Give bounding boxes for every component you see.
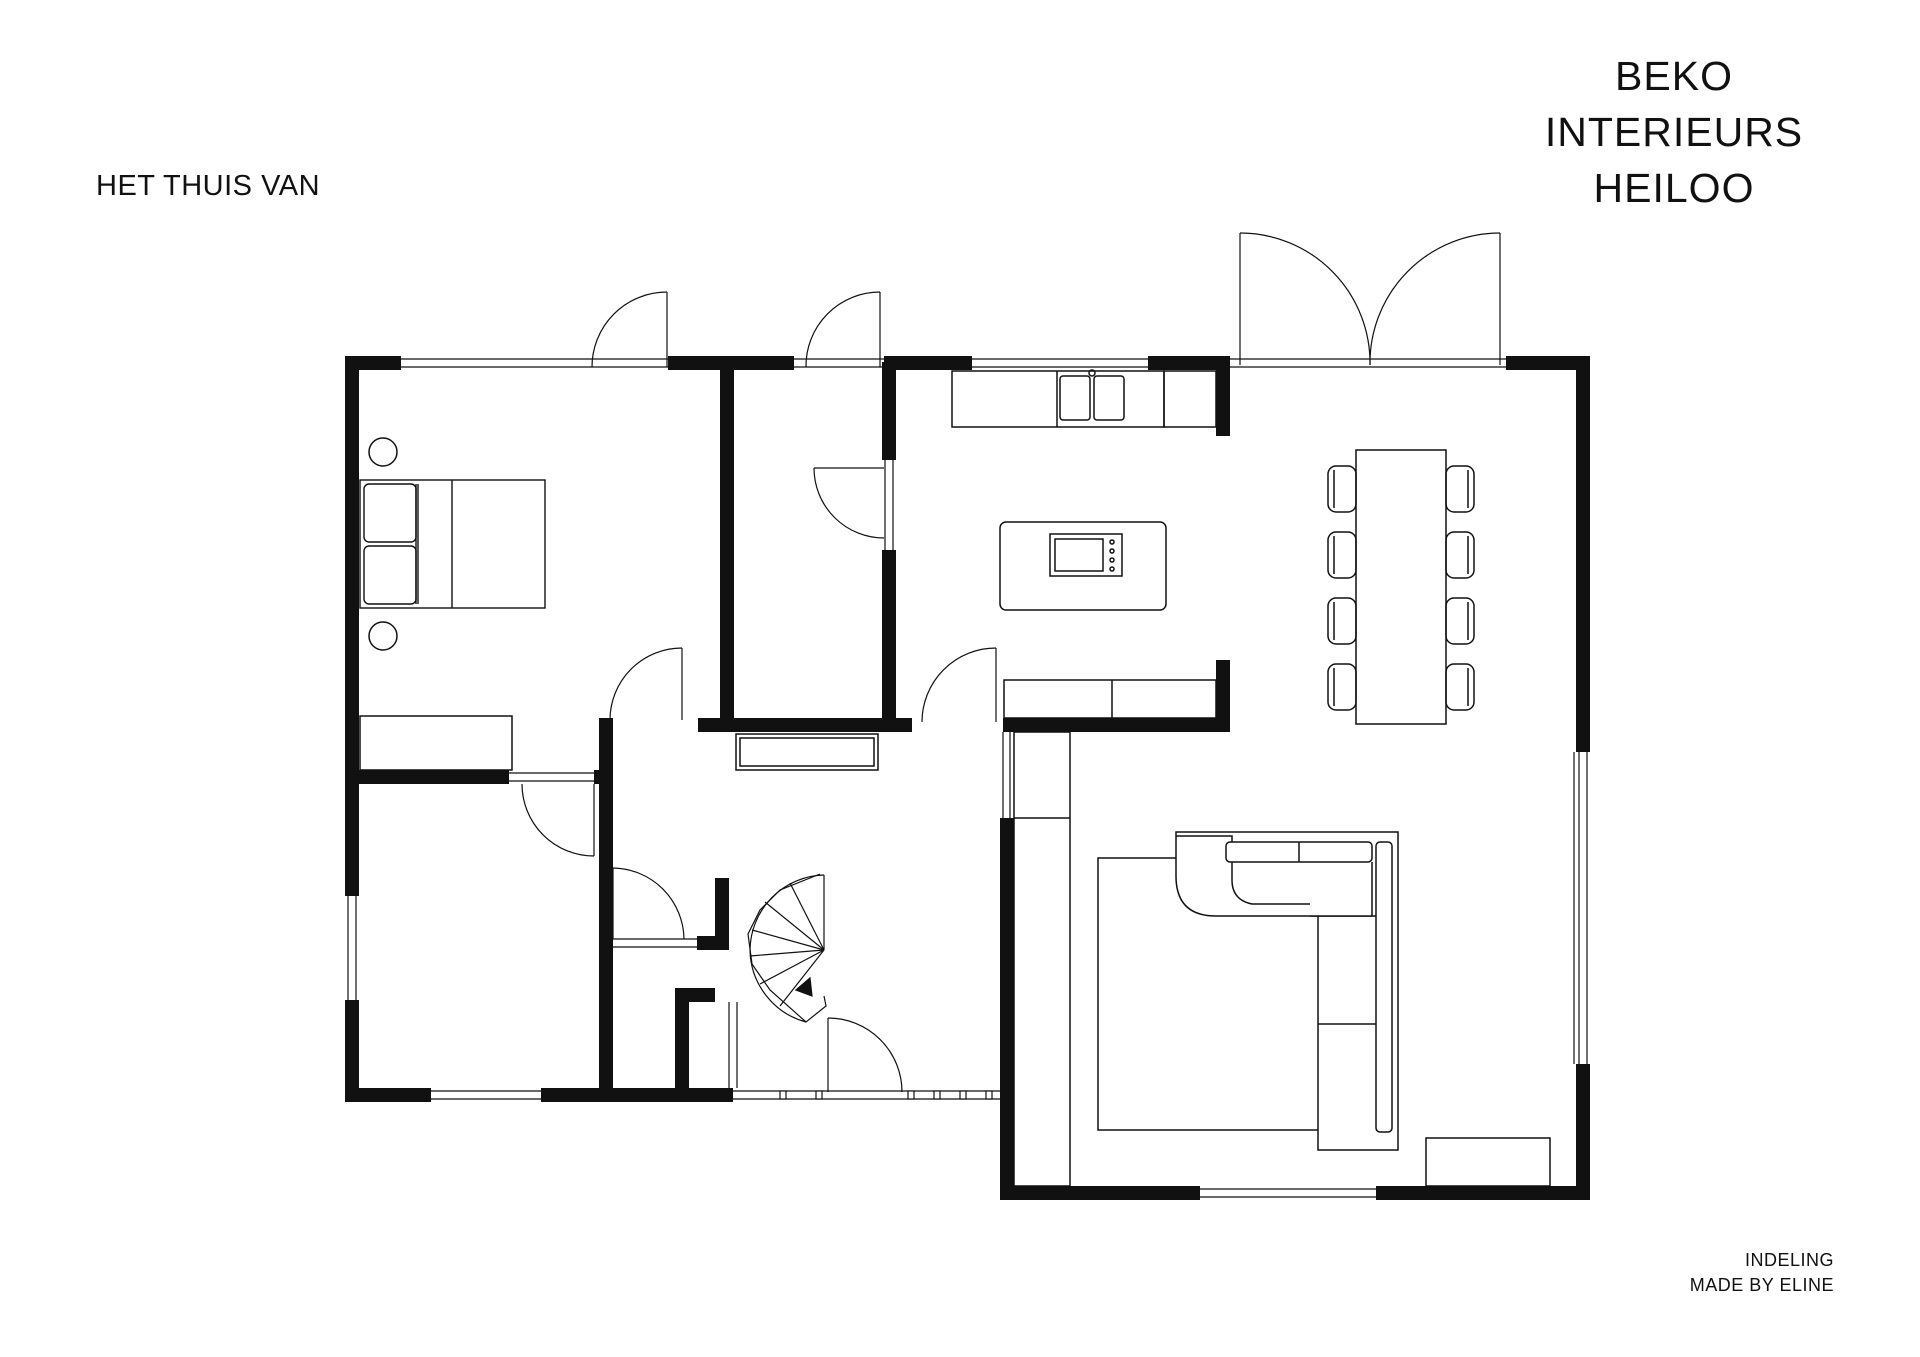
chair-icon — [1445, 465, 1475, 513]
wardrobe-icon — [359, 715, 513, 771]
chair-icon — [1445, 597, 1475, 645]
brand-line-1: BEKO — [1615, 53, 1733, 99]
tall-cabinet-icon — [1013, 731, 1071, 1187]
tv-cabinet-icon — [1425, 1137, 1551, 1187]
chair-icon — [1445, 663, 1475, 711]
chair-icon — [1327, 531, 1357, 579]
dining-table-icon — [1355, 449, 1447, 725]
cooktop-icon — [1049, 533, 1123, 577]
footer-line-1: INDELING — [1744, 1250, 1834, 1270]
chair-icon — [1445, 531, 1475, 579]
kitchen-counter-icon — [951, 370, 1217, 428]
sideboard-icon — [1003, 679, 1217, 719]
page-title: HET THUIS VAN — [96, 170, 321, 202]
sink-icon — [1059, 369, 1125, 421]
kitchen-island-icon — [999, 521, 1167, 611]
bed-icon — [359, 479, 546, 609]
hall-cabinet-icon — [735, 733, 879, 771]
brand-logo: BEKO INTERIEURS HEILOO — [1514, 48, 1834, 216]
hall-cabinet-inner — [739, 737, 875, 767]
spiral-staircase-icon — [747, 873, 827, 1023]
brand-line-3: HEILOO — [1593, 165, 1755, 211]
walls — [345, 356, 1590, 1200]
doors — [521, 232, 1501, 1093]
footer-credits: INDELING MADE BY ELINE — [1690, 1248, 1834, 1298]
windows — [347, 358, 1588, 1198]
footer-line-2: MADE BY ELINE — [1689, 1275, 1834, 1295]
dining-chairs — [1327, 465, 1475, 711]
chair-icon — [1327, 597, 1357, 645]
sofa-icon — [1175, 831, 1399, 1151]
brand-line-2: INTERIEURS — [1544, 109, 1804, 155]
nightstand-lamp-icon — [368, 437, 398, 467]
chair-icon — [1327, 465, 1357, 513]
chair-icon — [1327, 663, 1357, 711]
nightstand-lamp-icon — [368, 621, 398, 651]
